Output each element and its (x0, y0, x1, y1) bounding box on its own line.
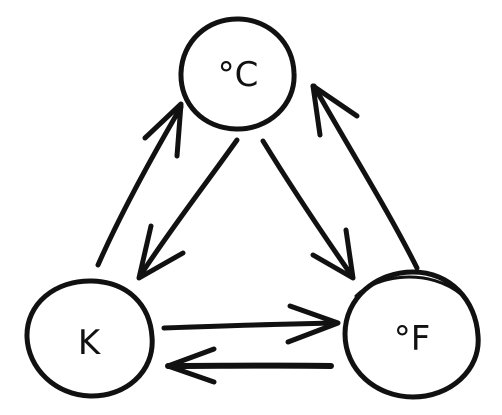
edge-kelvin-to-celsius (95, 101, 184, 268)
edge-fahrenheit-to-kelvin (165, 346, 334, 385)
edge-celsius-to-kelvin (136, 137, 240, 281)
edge-kelvin-to-fahrenheit (161, 303, 341, 345)
node-label-fahrenheit: °F (394, 319, 431, 359)
edge-fahrenheit-to-celsius (310, 83, 420, 271)
node-kelvin: K (24, 278, 155, 399)
node-celsius: °C (178, 16, 297, 132)
node-label-kelvin: K (78, 323, 102, 363)
node-label-celsius: °C (218, 55, 259, 95)
node-fahrenheit: °F (342, 269, 481, 400)
edge-celsius-to-fahrenheit (260, 138, 356, 281)
